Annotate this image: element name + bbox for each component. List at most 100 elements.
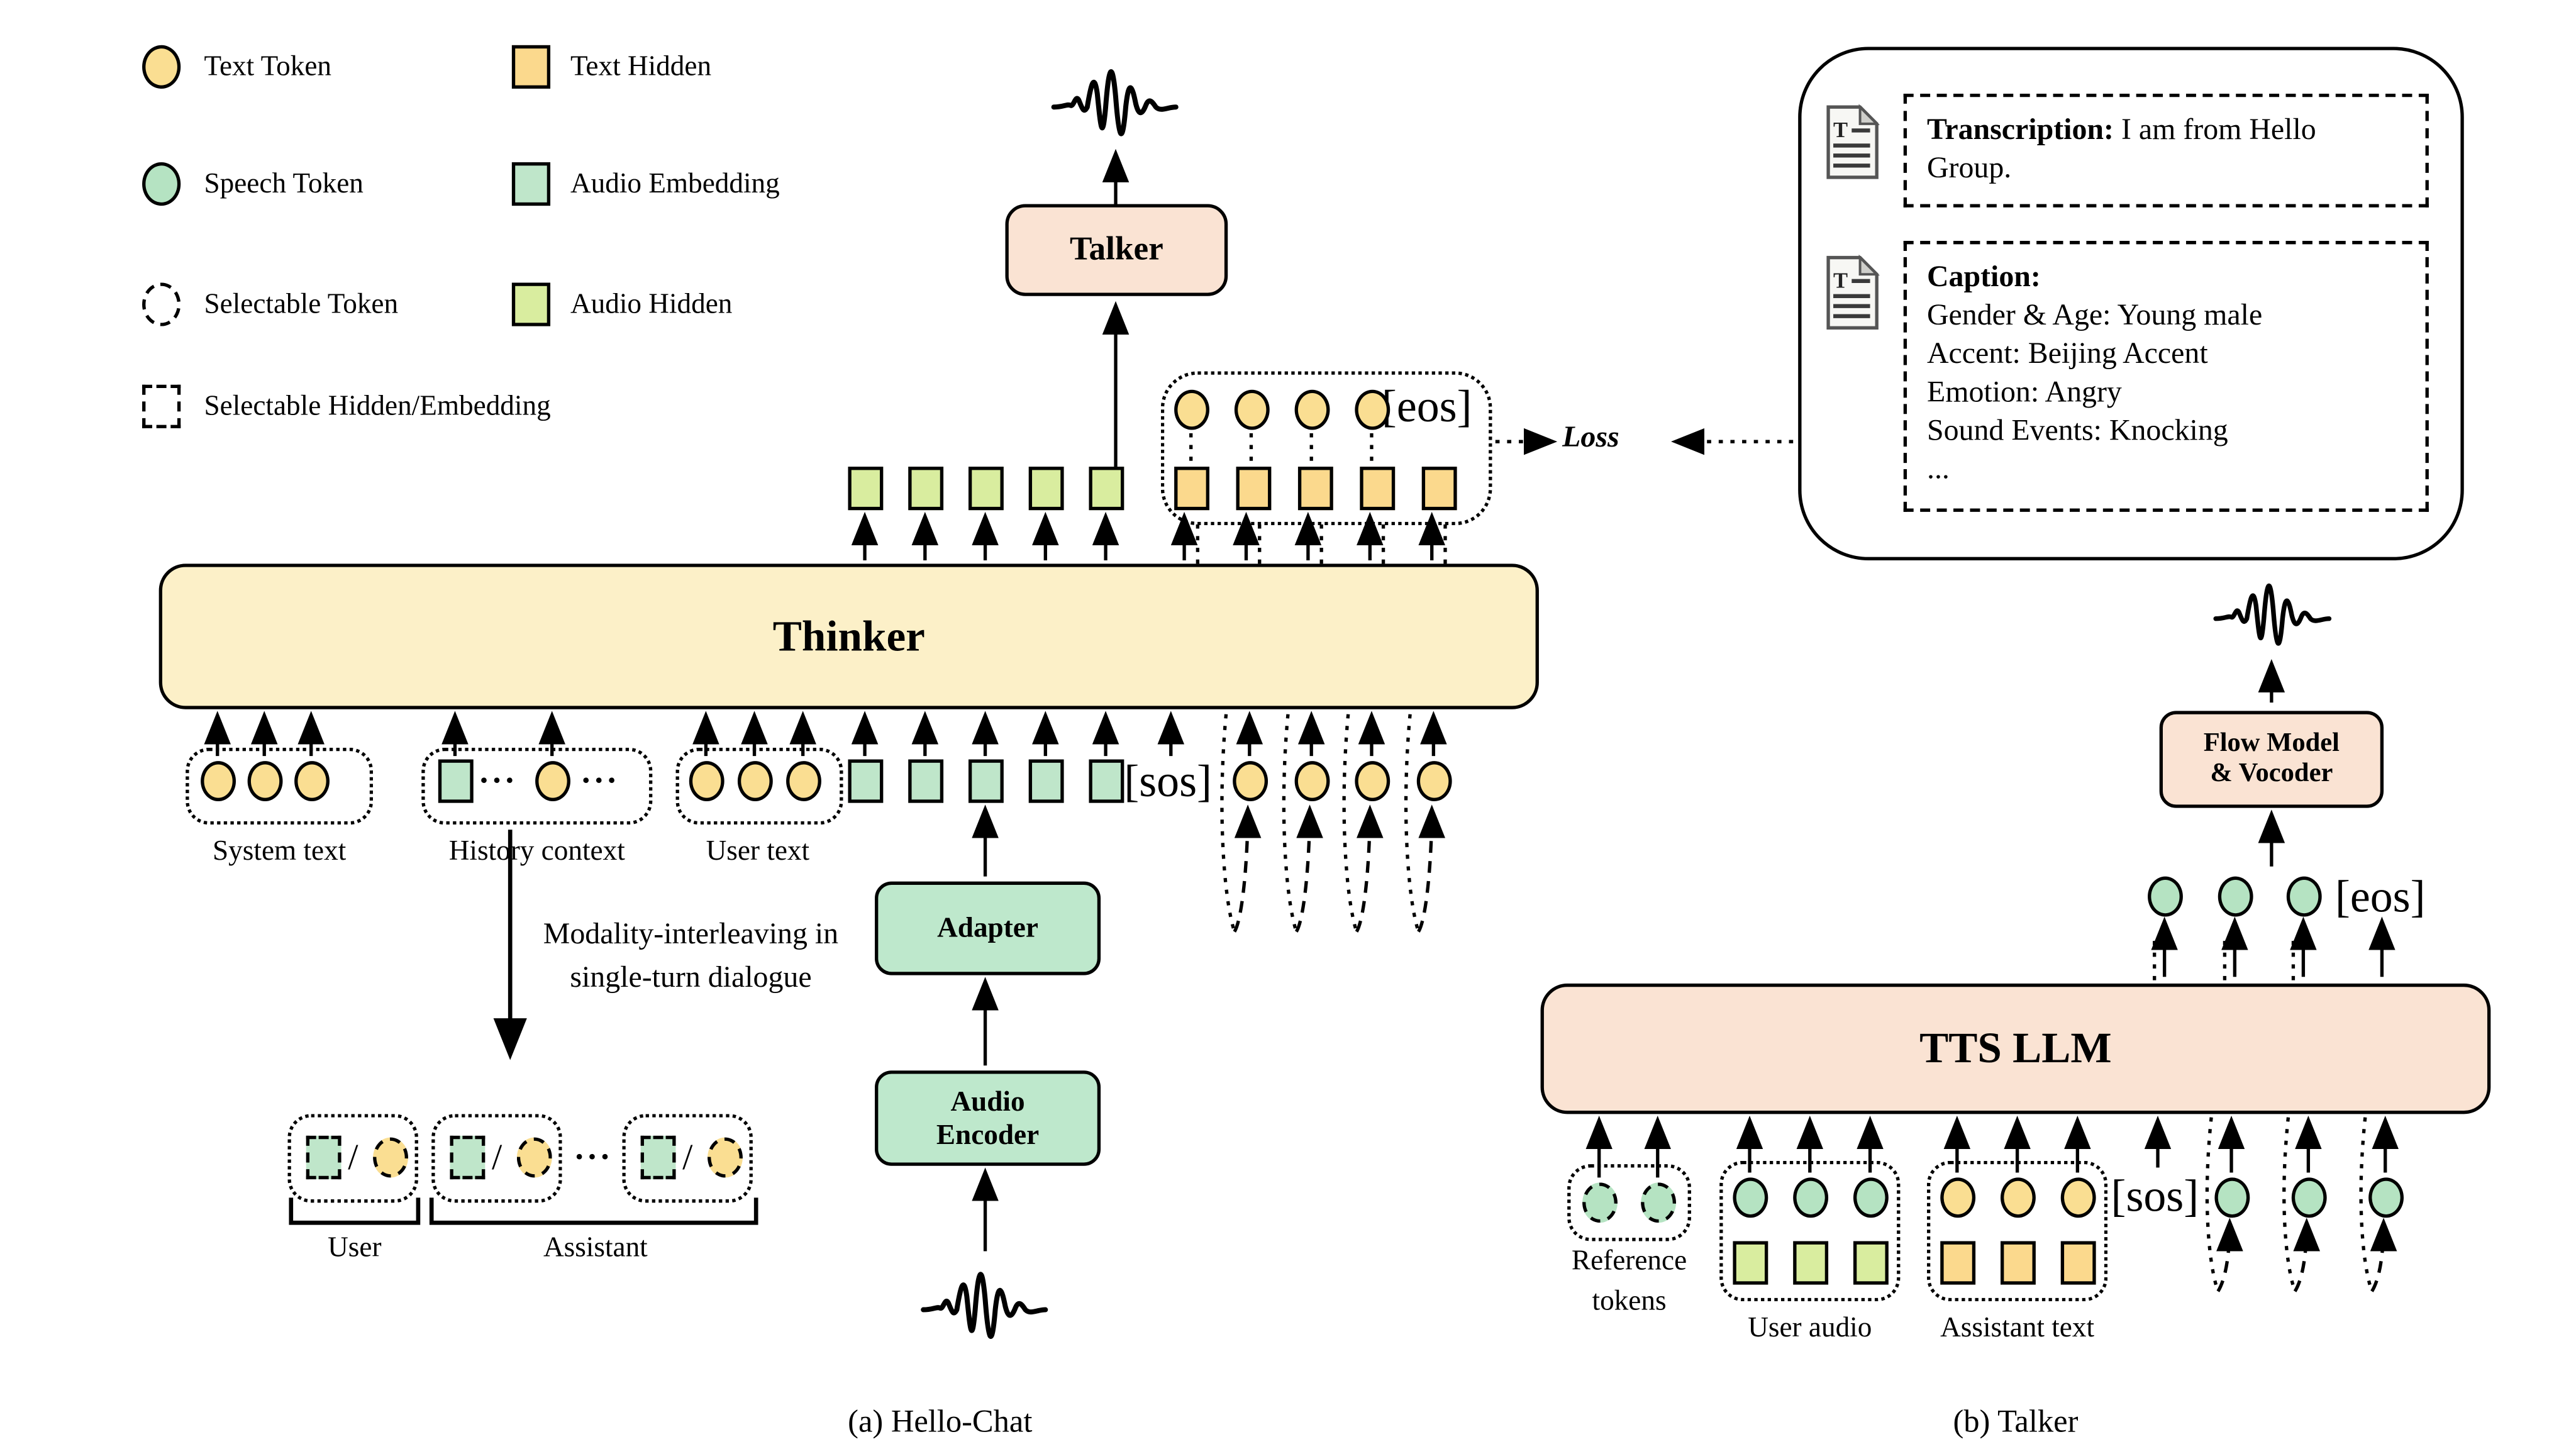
legend-label-text-hidden: Text Hidden xyxy=(570,50,712,82)
system-text-group xyxy=(186,747,374,825)
selectable-text-token xyxy=(706,1137,742,1178)
history-context-label: History context xyxy=(448,835,625,867)
selectable-audio-embedding xyxy=(640,1135,675,1180)
reference-speech-token xyxy=(1640,1182,1675,1223)
caption-line: ... xyxy=(1926,452,1950,486)
adapter-box: Adapter xyxy=(875,881,1101,975)
eos-right-label: [eos] xyxy=(2334,871,2426,922)
user-audio-speech-token xyxy=(1732,1177,1767,1218)
assistant-text-token xyxy=(1999,1177,2035,1218)
user-audio-hidden-square xyxy=(1732,1241,1767,1285)
history-ellipsis-1: ··· xyxy=(478,762,517,800)
assistant-bracket-label: Assistant xyxy=(543,1231,648,1263)
assistant-text-token xyxy=(1939,1177,1975,1218)
selectable-hidden-icon xyxy=(141,384,180,428)
assistant-text-label: Assistant text xyxy=(1940,1311,2095,1343)
audio-hidden-icon xyxy=(511,282,550,326)
selectable-text-token xyxy=(372,1137,408,1178)
talker-box-label: Talker xyxy=(1069,231,1163,268)
adapter-box-label: Adapter xyxy=(937,912,1038,944)
audio-embedding-square xyxy=(967,759,1003,803)
caption-doc-icon: T xyxy=(1826,254,1880,330)
feedback-speech-token xyxy=(2214,1177,2249,1218)
user-audio-label: User audio xyxy=(1748,1311,1872,1343)
text-hidden-square xyxy=(1173,467,1209,511)
tts-llm-box: TTS LLM xyxy=(1540,983,2491,1114)
legend-label-selectable-hidden: Selectable Hidden/Embedding xyxy=(204,389,551,422)
transcription-box: Transcription: I am from Hello Group. xyxy=(1903,93,2429,208)
system-text-token xyxy=(199,761,235,801)
feedback-text-token xyxy=(1354,761,1389,801)
legend-label-audio-embedding: Audio Embedding xyxy=(570,167,780,199)
text-hidden-square xyxy=(1421,467,1457,511)
text-hidden-square xyxy=(1297,467,1333,511)
slash-1: / xyxy=(348,1135,358,1178)
transcription-label: Transcription: xyxy=(1926,112,2114,146)
audio-hidden-square xyxy=(907,467,943,511)
generated-text-token xyxy=(1354,389,1389,430)
flow-vocoder-box: Flow Model & Vocoder xyxy=(2159,711,2384,808)
loss-label: Loss xyxy=(1562,419,1619,453)
selectable-text-token xyxy=(516,1137,552,1178)
user-text-token xyxy=(785,761,821,801)
audio-hidden-square xyxy=(967,467,1003,511)
caption-line: Accent: Beijing Accent xyxy=(1926,336,2208,370)
system-text-token xyxy=(247,761,282,801)
user-audio-speech-token xyxy=(1792,1177,1828,1218)
assistant-text-hidden-square xyxy=(2060,1241,2096,1285)
feedback-text-token xyxy=(1416,761,1452,801)
user-audio-hidden-square xyxy=(1792,1241,1828,1285)
output-speech-token xyxy=(2217,876,2253,917)
caption-line: Gender & Age: Young male xyxy=(1926,297,2263,331)
user-text-token xyxy=(688,761,724,801)
flow-vocoder-label-line1: Flow Model xyxy=(2203,728,2340,757)
modality-note-line2: single-turn dialogue xyxy=(570,960,812,994)
transcription-text: I am from Hello Group. xyxy=(1926,112,2316,185)
history-text-token xyxy=(534,761,570,801)
audio-encoder-label-line1: Audio xyxy=(950,1085,1025,1118)
svg-text:T: T xyxy=(1833,118,1848,142)
caption-b: (b) Talker xyxy=(1953,1405,2079,1441)
reference-tokens-label-line2: tokens xyxy=(1592,1284,1667,1317)
system-text-label: System text xyxy=(213,835,347,867)
sos-label: [sos] xyxy=(1124,756,1212,806)
text-token-icon xyxy=(141,45,180,89)
tts-llm-label: TTS LLM xyxy=(1919,1023,2112,1072)
user-text-token xyxy=(736,761,772,801)
legend-label-speech-token: Speech Token xyxy=(204,167,364,199)
feedback-text-token xyxy=(1294,761,1330,801)
caption-label: Caption: xyxy=(1926,259,2041,293)
generated-text-token xyxy=(1294,389,1330,430)
history-audio-embedding xyxy=(437,759,473,803)
thinker-box-label: Thinker xyxy=(772,611,925,660)
system-text-token xyxy=(293,761,329,801)
audio-encoder-box: Audio Encoder xyxy=(875,1070,1101,1166)
selectable-audio-embedding xyxy=(305,1135,341,1180)
generated-text-token xyxy=(1173,389,1209,430)
talker-box: Talker xyxy=(1005,204,1228,296)
reference-tokens-group xyxy=(1567,1164,1691,1241)
assistant-text-token xyxy=(2060,1177,2096,1218)
audio-hidden-square xyxy=(847,467,882,511)
feedback-text-token xyxy=(1231,761,1267,801)
waveform-icon xyxy=(1051,69,1179,136)
text-hidden-icon xyxy=(511,45,550,89)
svg-text:T: T xyxy=(1833,269,1848,292)
text-hidden-square xyxy=(1235,467,1271,511)
legend-label-text-token: Text Token xyxy=(204,50,332,82)
transcription-doc-icon: T xyxy=(1826,104,1880,179)
history-context-group xyxy=(421,747,653,825)
generated-output-group xyxy=(1160,371,1492,526)
user-audio-speech-token xyxy=(1852,1177,1888,1218)
history-ellipsis-2: ··· xyxy=(580,762,619,800)
sos-right-label: [sos] xyxy=(2111,1170,2199,1221)
audio-hidden-square xyxy=(1088,467,1123,511)
audio-embedding-square xyxy=(1088,759,1123,803)
reference-speech-token xyxy=(1581,1182,1617,1223)
annotation-panel xyxy=(1798,47,2464,560)
